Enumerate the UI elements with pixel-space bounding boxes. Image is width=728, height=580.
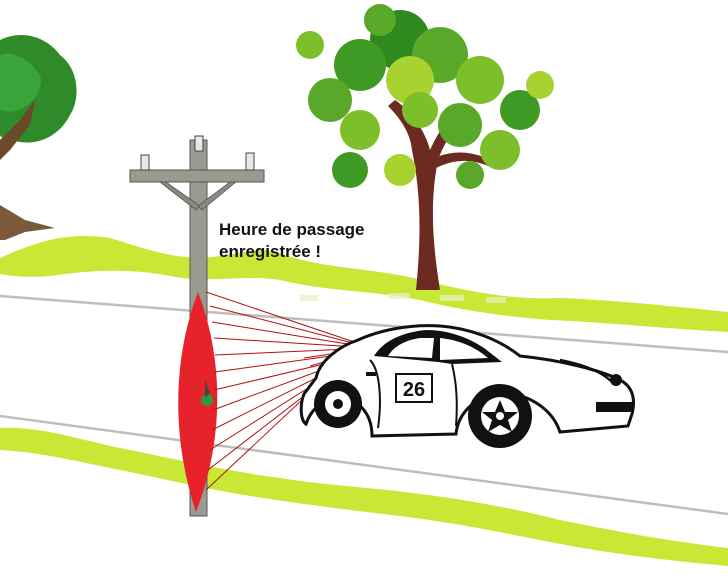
tree-left-icon	[0, 35, 77, 240]
caption-line-1: Heure de passage	[219, 220, 365, 239]
scan-artifacts	[300, 293, 506, 303]
sports-car-icon	[299, 324, 635, 448]
tree-icon	[296, 4, 554, 290]
caption: Heure de passage enregistrée !	[219, 219, 419, 263]
road-lines	[0, 294, 728, 516]
grass-upper	[0, 236, 728, 332]
radar-detector-icon	[178, 292, 218, 512]
caption-line-2: enregistrée !	[219, 242, 322, 261]
grass-lower	[0, 427, 728, 566]
race-number-plate: 26	[395, 373, 433, 403]
